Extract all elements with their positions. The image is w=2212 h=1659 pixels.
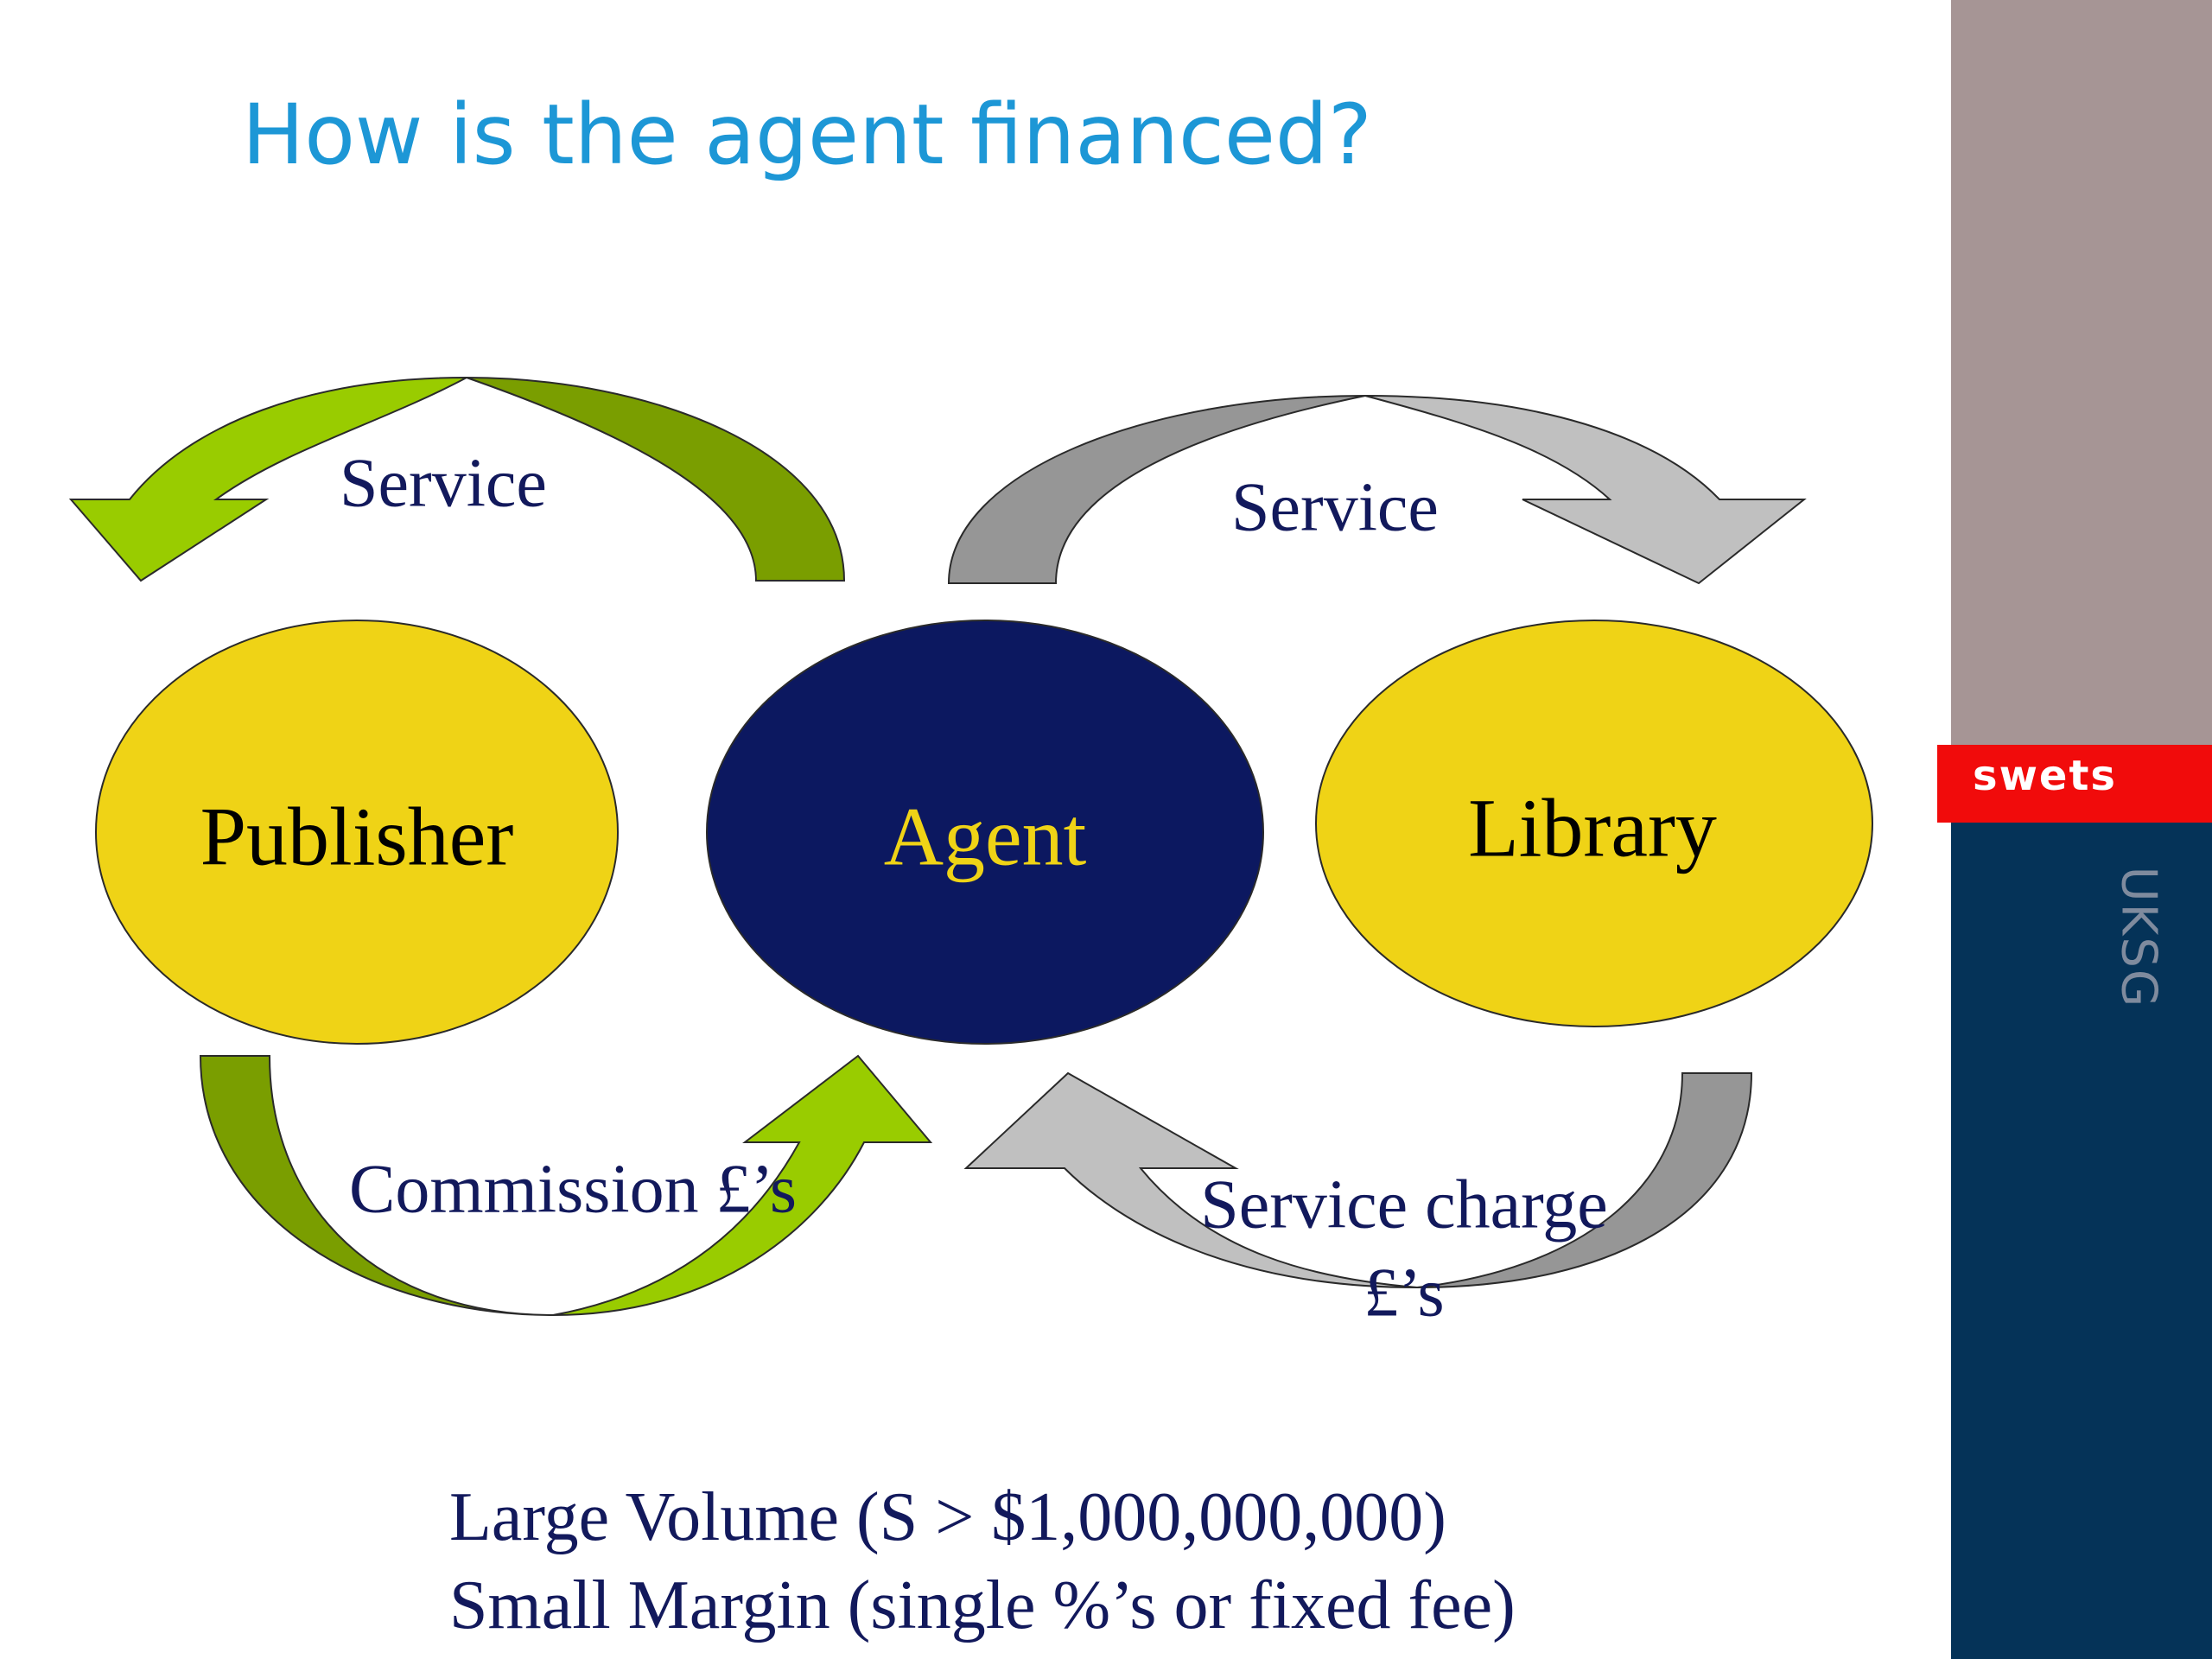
agent-label: Agent (883, 790, 1087, 883)
arrow-service-to-publisher-head (68, 377, 467, 582)
service-charge-currency-label: £’s (1363, 1255, 1445, 1332)
arrow-service-to-library (947, 395, 1807, 585)
library-label: Library (1468, 781, 1717, 874)
commission-label: Commission £’s (349, 1151, 797, 1228)
publisher-node (95, 620, 619, 1045)
swets-logo: swets (1973, 752, 2117, 800)
slide-title: How is the agent financed? (242, 86, 1372, 183)
service-charge-label: Service charge (1200, 1166, 1608, 1243)
arrow-service-charge-to-agent-dark (1416, 1072, 1753, 1288)
agent-node (706, 620, 1264, 1045)
arrow-commission-to-agent-dark (199, 1055, 554, 1316)
service-left-label: Service (340, 445, 547, 522)
footer-line-volume: Large Volume (S > $1,000,000,000) (449, 1479, 1446, 1555)
arrow-commission-to-agent (199, 1054, 933, 1316)
library-node (1315, 620, 1873, 1027)
publisher-label: Publisher (200, 790, 514, 883)
brand-bar-top (1951, 0, 2212, 745)
arrow-service-to-publisher (68, 377, 846, 582)
footer-line-margin: Small Margin (single %’s or fixed fee) (449, 1567, 1516, 1643)
brand-bar-logo-strip (1937, 745, 2212, 823)
uksg-side-label: UKSG (2110, 866, 2167, 1009)
brand-bar-bottom (1951, 823, 2212, 1659)
arrow-service-charge-to-agent-head (963, 1071, 1418, 1288)
arrow-service-to-library-dark (947, 395, 1366, 584)
arrow-service-to-publisher-dark (466, 377, 846, 582)
service-right-label: Service (1231, 469, 1439, 546)
arrow-commission-to-agent-head (552, 1054, 933, 1316)
arrow-service-charge-to-agent (963, 1071, 1753, 1288)
arrow-service-to-library-head (1364, 395, 1807, 585)
footer-notes: Large Volume (S > $1,000,000,000) Small … (449, 1473, 1516, 1649)
